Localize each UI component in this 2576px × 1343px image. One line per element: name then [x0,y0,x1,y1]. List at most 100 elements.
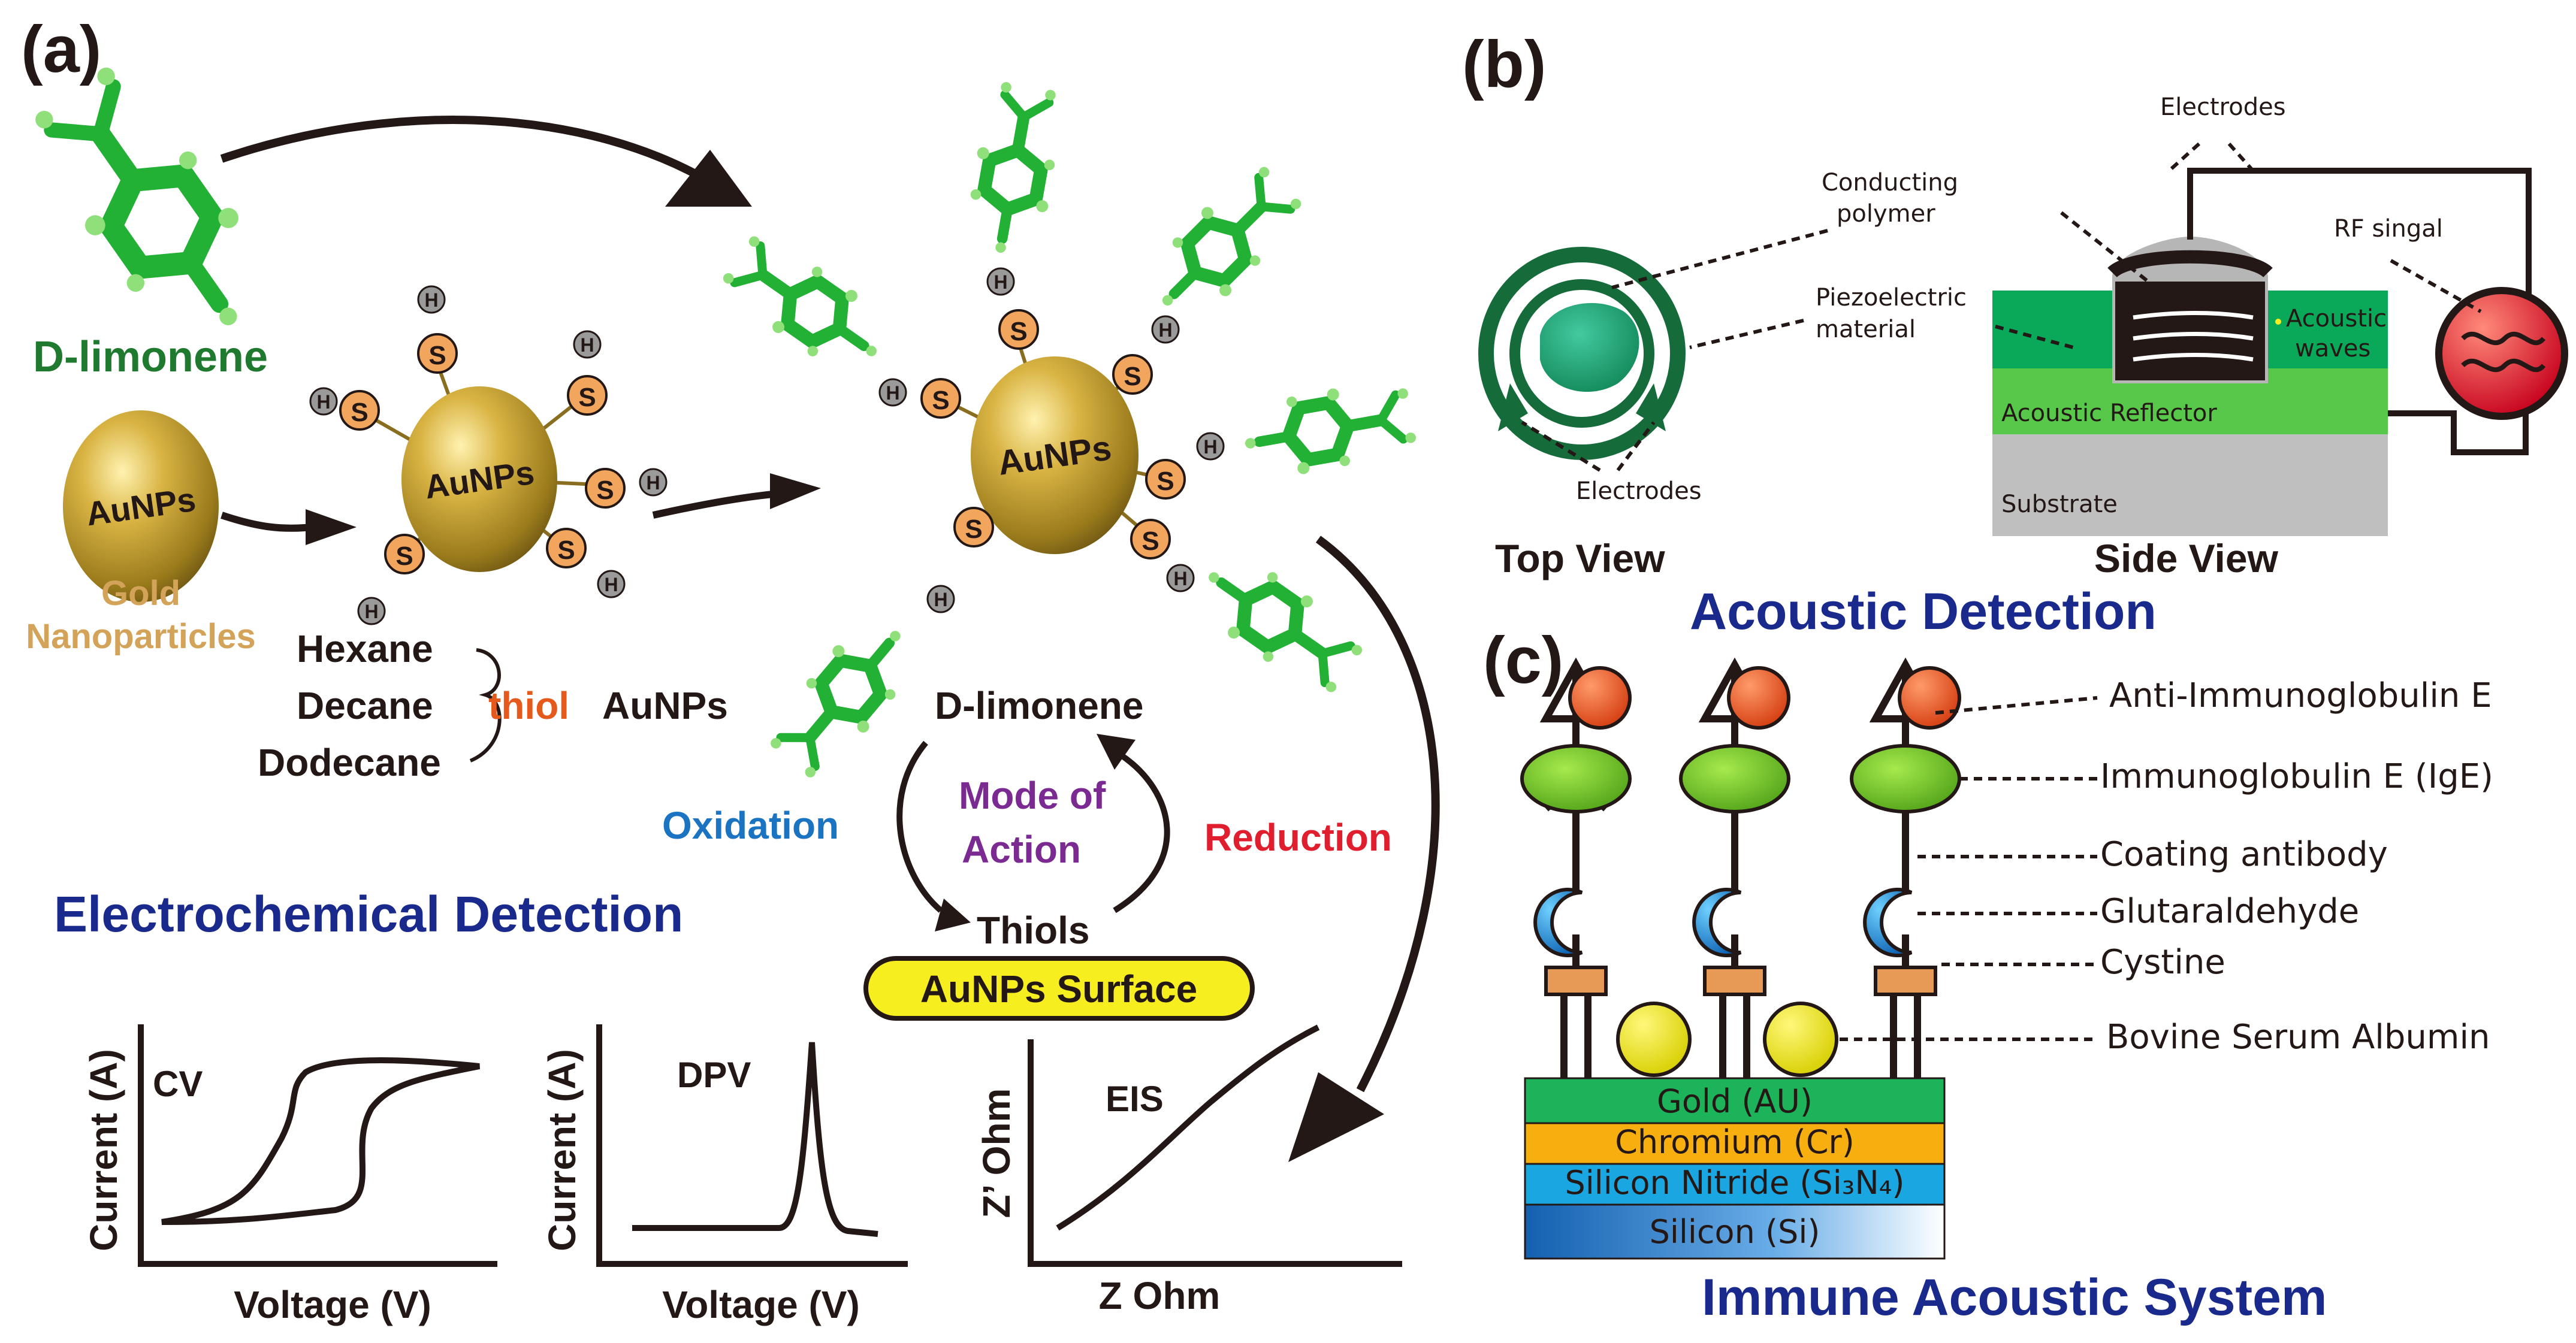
hydrogen-label: H [1173,568,1187,589]
rf-source-icon [2435,287,2568,420]
cv-curve [161,1057,480,1225]
anti-ige-label: Anti-Immunoglobulin E [2109,676,2492,715]
hydrogen-label: H [604,574,618,595]
thiol-aunp-icon: AuNPs S S S S S S H H H H H H [309,285,668,625]
glutaraldehyde-label: Glutaraldehyde [2100,892,2359,931]
circuit-wire [2187,168,2532,332]
electrodes-bottom-label: Electrodes [1576,477,1702,505]
hydrogen-label: H [580,334,594,356]
sulfur-label: S [557,536,575,565]
top-arrow-head-icon [665,150,752,207]
sulfur-label: S [965,515,982,544]
dpv-label: DPV [677,1055,751,1095]
antibody-stack-2 [1679,657,1790,1078]
wave-dot-icon [2275,319,2281,325]
top-view-sensor [1478,247,1686,460]
side-view-label: Side View [2094,536,2279,580]
panel-a-label: (a) [21,13,101,86]
gold-label: Gold [101,574,180,613]
electrodes-top-label: Electrodes [2160,93,2286,121]
hydrogen-label: H [1203,436,1217,458]
eis-xlabel: Z Ohm [1099,1274,1221,1317]
dpv-curve [632,1042,878,1237]
bsa-sphere-icon [1616,1002,1692,1077]
eis-plot: EIS Z’ Ohm Z Ohm [975,1024,1402,1317]
acoustic-detection-title: Acoustic Detection [1690,583,2157,640]
circuit-wire-bottom [2388,410,2529,455]
sulfur-label: S [395,542,413,571]
resonator-icon [2107,237,2273,383]
waves-label: waves [2295,335,2370,362]
reduction-arc-icon [1113,752,1170,914]
eis-curve [1056,1024,1320,1231]
piezoelectric-label: Piezoelectric [1816,284,1967,311]
antibody-stack-1 [1520,657,1632,1078]
functionalised-aunp-icon: AuNPs S S S S S S H H H H H H [714,79,1419,787]
eis-label: EIS [1106,1079,1164,1119]
nanoparticles-label: Nanoparticles [26,617,256,656]
hydrogen-label: H [424,289,438,311]
alkane-brace-icon [469,648,502,763]
conducting-label: Conducting [1822,169,1958,196]
panel-c-label: (c) [1483,624,1563,697]
long-curved-arrow-icon [1315,536,1440,1093]
action-label: Action [962,828,1081,871]
ige-label: Immunoglobulin E (IgE) [2100,757,2493,796]
dpv-xlabel: Voltage (V) [662,1283,860,1326]
oxidation-label: Oxidation [662,804,839,847]
arrow-head-functionalised-icon [770,473,821,509]
panel-c: (c) Gold (AU) Chromium (Cr) Silicon Nitr… [1483,624,2493,1326]
mode-of-label: Mode of [959,774,1106,817]
chromium-layer-label: Chromium (Cr) [1615,1123,1855,1161]
hydrogen-atoms: H H H H H H [309,285,668,625]
sulfur-label: S [1010,317,1027,346]
cycle-d-limonene-label: D-limonene [935,684,1143,727]
aunps-surface-label: AuNPs Surface [920,967,1197,1011]
thiols-label: Thiols [977,909,1089,952]
acoustic-reflector-label: Acoustic Reflector [2001,400,2217,427]
cv-plot: CV Current (A) Voltage (V) [82,1024,497,1326]
hydrogen-label: H [1158,319,1172,341]
coating-antibody-label: Coating antibody [2100,835,2388,874]
substrate-layer [1992,434,2388,536]
cystine-label: Cystine [2100,943,2225,982]
panel-b: (b) Acoustic Reflector Substrate Acousti… [1462,28,2568,640]
gold-layer-label: Gold (AU) [1657,1082,1813,1120]
oxidation-arrow-head-icon [935,899,971,931]
chromium-layer [1524,1122,1946,1165]
sulfur-label: S [596,476,614,505]
d-limonene-molecule-icon [16,53,288,362]
bsa-label: Bovine Serum Albumin [2106,1018,2490,1057]
aunps-word-label: AuNPs [602,684,728,727]
cv-xlabel: Voltage (V) [234,1283,431,1326]
hydrogen-label: H [364,601,378,622]
silicon-layer-label: Silicon (Si) [1650,1213,1820,1251]
top-curved-arrow-icon [220,116,697,178]
reduction-arrow-head-icon [1097,734,1136,770]
eis-ylabel: Z’ Ohm [975,1088,1018,1218]
long-arrow-head-icon [1288,1072,1384,1162]
panel-b-label: (b) [1462,28,1546,101]
hydrogen-label: H [316,391,330,413]
aunps-surface-badge [863,956,1255,1021]
bsa-sphere-icon [1763,1002,1838,1077]
sulfur-label: S [1124,362,1141,391]
arrow-to-thiol-icon [221,512,312,532]
silicon-nitride-layer-label: Silicon Nitride (Si₃N₄) [1565,1164,1905,1202]
sulfur-label: S [578,383,596,412]
gold-nanoparticle-icon: AuNPs [63,410,219,602]
leader-lines-c [1840,696,2098,1041]
hexane-label: Hexane [297,627,433,670]
dpv-ylabel: Current (A) [540,1049,584,1251]
hydrogen-label: H [993,271,1007,293]
material-label: material [1816,316,1916,343]
panel-a: (a) D-limonene AuNPs Gold Nanoparticles [16,13,1440,1326]
cv-label: CV [153,1064,203,1104]
decane-label: Decane [297,684,433,727]
hydrogen-label: H [646,472,660,494]
hydrogen-label: H [934,589,947,610]
reduction-label: Reduction [1204,816,1392,859]
substrate-label: Substrate [2001,491,2118,518]
silicon-layer [1524,1203,1946,1260]
